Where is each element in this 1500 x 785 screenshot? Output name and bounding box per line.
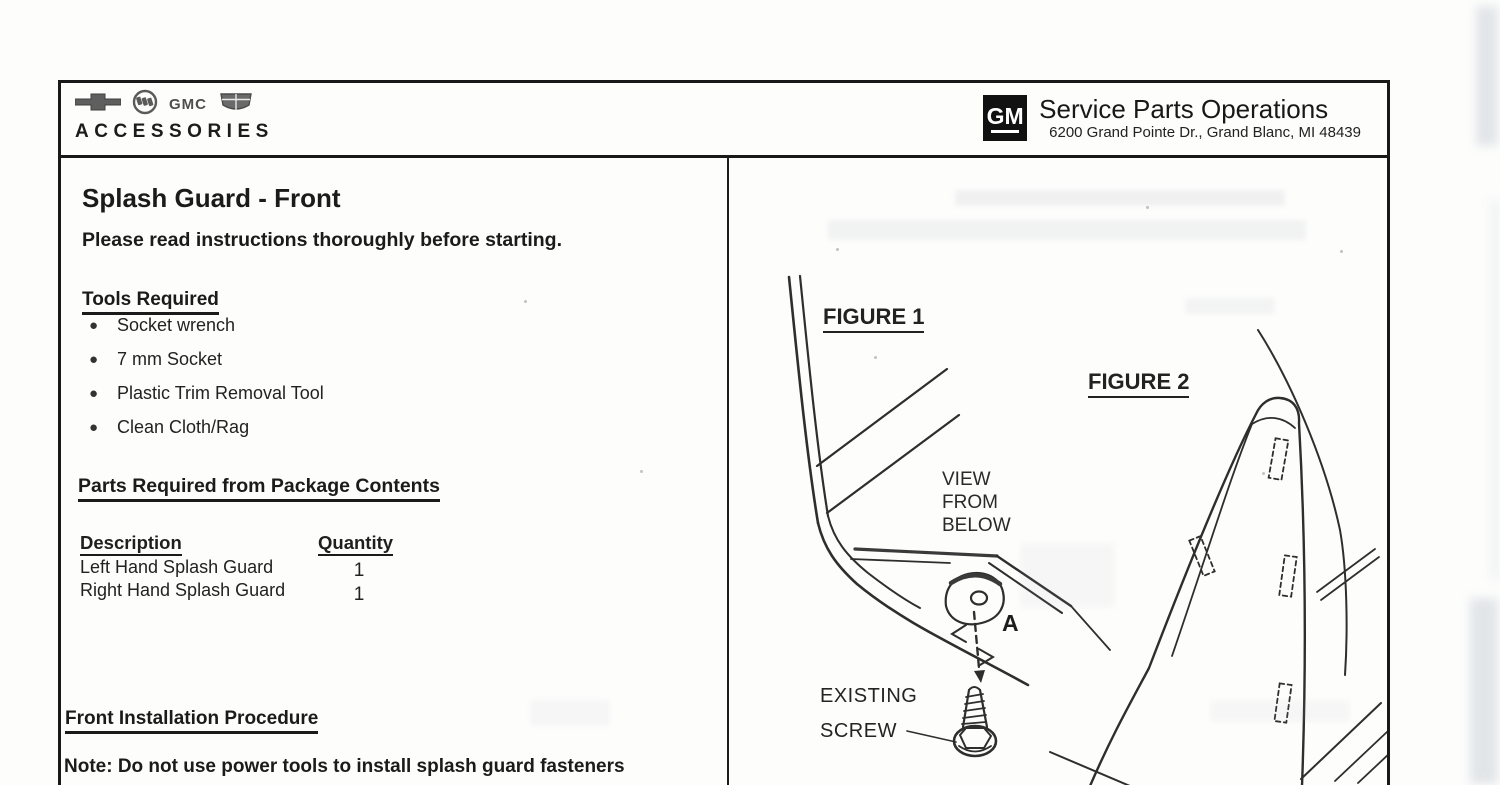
scan-speck bbox=[640, 470, 643, 473]
gm-logo-text: GM bbox=[986, 102, 1024, 129]
page-title: Splash Guard - Front bbox=[82, 183, 341, 213]
scan-speck bbox=[1262, 472, 1265, 475]
scan-speck bbox=[874, 356, 877, 359]
table-row-description: Right Hand Splash Guard bbox=[80, 580, 286, 600]
tool-item: 7 mm Socket bbox=[117, 349, 223, 369]
accessories-label: ACCESSORIES bbox=[75, 121, 274, 142]
below-line: BELOW bbox=[942, 515, 1011, 536]
existing-label: EXISTING bbox=[820, 685, 918, 707]
figure1-label: FIGURE 1 bbox=[823, 304, 925, 333]
figure2-label: FIGURE 2 bbox=[1088, 369, 1190, 398]
point-a-label: A bbox=[1002, 610, 1019, 636]
scan-edge-artifact bbox=[1490, 200, 1500, 580]
bullet-icon: ● bbox=[89, 385, 99, 402]
procedure-heading: Front Installation Procedure bbox=[65, 708, 319, 734]
column-header-quantity: Quantity bbox=[318, 532, 394, 556]
org-name: Service Parts Operations bbox=[1039, 94, 1329, 124]
brand-block: GMC ACCESSORIES bbox=[61, 83, 274, 155]
table-row-quantity: 1 bbox=[353, 560, 365, 581]
bullet-icon: ● bbox=[89, 351, 99, 368]
scan-edge-artifact bbox=[1476, 6, 1498, 146]
scan-speck bbox=[836, 248, 839, 251]
bullet-icon: ● bbox=[89, 419, 99, 436]
org-address: 6200 Grand Pointe Dr., Grand Blanc, MI 4… bbox=[1049, 124, 1361, 141]
scan-edge-artifact bbox=[1470, 598, 1498, 784]
cadillac-logo-icon bbox=[218, 91, 254, 118]
bleed-through-artifact bbox=[1020, 543, 1115, 608]
view-from-below-label: VIEW FROM BELOW bbox=[942, 468, 1011, 537]
tool-item: Socket wrench bbox=[117, 315, 236, 335]
bleed-through-artifact bbox=[955, 190, 1285, 206]
bleed-through-artifact bbox=[530, 700, 610, 726]
page-subtitle: Please read instructions thoroughly befo… bbox=[82, 229, 563, 251]
tools-required-heading: Tools Required bbox=[82, 289, 219, 315]
screw-label: SCREW bbox=[820, 720, 897, 742]
bullet-icon: ● bbox=[89, 317, 99, 334]
bleed-through-artifact bbox=[1185, 298, 1275, 314]
buick-logo-icon bbox=[132, 89, 158, 120]
scan-speck bbox=[524, 300, 527, 303]
tool-item: Plastic Trim Removal Tool bbox=[117, 383, 324, 403]
bleed-through-artifact bbox=[1210, 700, 1350, 722]
document-header: GMC ACCESSORIES GM bbox=[61, 83, 1387, 158]
gmc-logo: GMC bbox=[169, 95, 207, 113]
column-header-description: Description bbox=[80, 532, 182, 556]
tool-item: Clean Cloth/Rag bbox=[117, 417, 250, 437]
from-line: FROM bbox=[942, 492, 998, 513]
chevrolet-logo-icon bbox=[74, 92, 122, 117]
bleed-through-artifact bbox=[828, 220, 1306, 240]
scan-speck bbox=[1146, 206, 1149, 209]
parts-required-heading: Parts Required from Package Contents bbox=[78, 475, 440, 502]
column-divider bbox=[727, 158, 729, 785]
table-row-description: Left Hand Splash Guard bbox=[80, 557, 274, 577]
view-line: VIEW bbox=[942, 469, 991, 490]
table-row-quantity: 1 bbox=[353, 584, 365, 605]
gm-logo-underline bbox=[991, 129, 1020, 133]
brand-logo-row: GMC bbox=[74, 89, 274, 120]
document-border: GMC ACCESSORIES GM bbox=[58, 80, 1390, 785]
gm-logo-badge: GM bbox=[983, 95, 1028, 141]
service-parts-block: GM Service Parts Operations 6200 Grand P… bbox=[983, 83, 1387, 155]
scan-speck bbox=[1340, 250, 1343, 253]
note-text: Note: Do not use power tools to install … bbox=[64, 756, 625, 777]
